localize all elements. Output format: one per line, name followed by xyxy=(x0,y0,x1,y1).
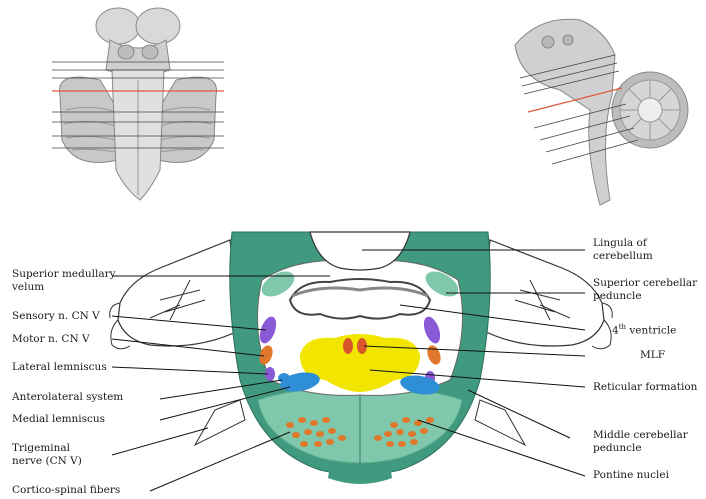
left-anterolateral-system xyxy=(278,373,290,383)
label-trigeminal-line2: nerve (CN V) xyxy=(12,455,82,468)
left-mlf xyxy=(343,338,353,354)
label-lateral-lemniscus: Lateral lemniscus xyxy=(12,361,107,374)
fourth-ventricle xyxy=(290,279,430,319)
label-scp-line2: peduncle xyxy=(593,290,697,303)
label-corticospinal-fibers: Cortico-spinal fibers xyxy=(12,484,120,497)
label-fourth-ventricle-num: 4 xyxy=(612,325,619,337)
label-lingula: Lingula of cerebellum xyxy=(593,237,653,263)
label-smv-line1: Superior medullary xyxy=(12,268,116,281)
label-lingula-line1: Lingula of xyxy=(593,237,653,250)
label-pontine-nuclei: Pontine nuclei xyxy=(593,469,669,482)
label-superior-medullary-velum: Superior medullary velum xyxy=(12,268,116,294)
brainstem-sagittal-view xyxy=(515,19,688,205)
left-trigeminal-nerve xyxy=(195,400,245,445)
label-medial-lemniscus: Medial lemniscus xyxy=(12,413,105,426)
label-sensory-n-cn-v: Sensory n. CN V xyxy=(12,310,100,323)
label-motor-n-cn-v: Motor n. CN V xyxy=(12,333,90,346)
label-trigeminal-nerve: Trigeminal nerve (CN V) xyxy=(12,442,82,468)
label-mlf: MLF xyxy=(640,349,665,362)
label-superior-cerebellar-peduncle: Superior cerebellar peduncle xyxy=(593,277,697,303)
label-trigeminal-line1: Trigeminal xyxy=(12,442,82,455)
label-anterolateral-system: Anterolateral system xyxy=(12,391,123,404)
pons-cross-section xyxy=(110,232,613,484)
left-cerebellar-tissue xyxy=(118,240,240,346)
label-middle-cerebellar-peduncle: Middle cerebellar peduncle xyxy=(593,429,688,455)
label-scp-line1: Superior cerebellar xyxy=(593,277,697,290)
brainstem-dorsal-illustration xyxy=(52,8,224,200)
label-lingula-line2: cerebellum xyxy=(593,250,653,263)
label-reticular-formation: Reticular formation xyxy=(593,381,697,394)
label-fourth-ventricle-sup: th xyxy=(619,323,626,331)
label-mcp-line1: Middle cerebellar xyxy=(593,429,688,442)
label-smv-line2: velum xyxy=(12,281,116,294)
label-fourth-ventricle-text: ventricle xyxy=(626,325,676,337)
label-fourth-ventricle: 4th ventricle xyxy=(612,321,676,338)
label-mcp-line2: peduncle xyxy=(593,442,688,455)
right-trigeminal-nerve xyxy=(475,400,525,445)
